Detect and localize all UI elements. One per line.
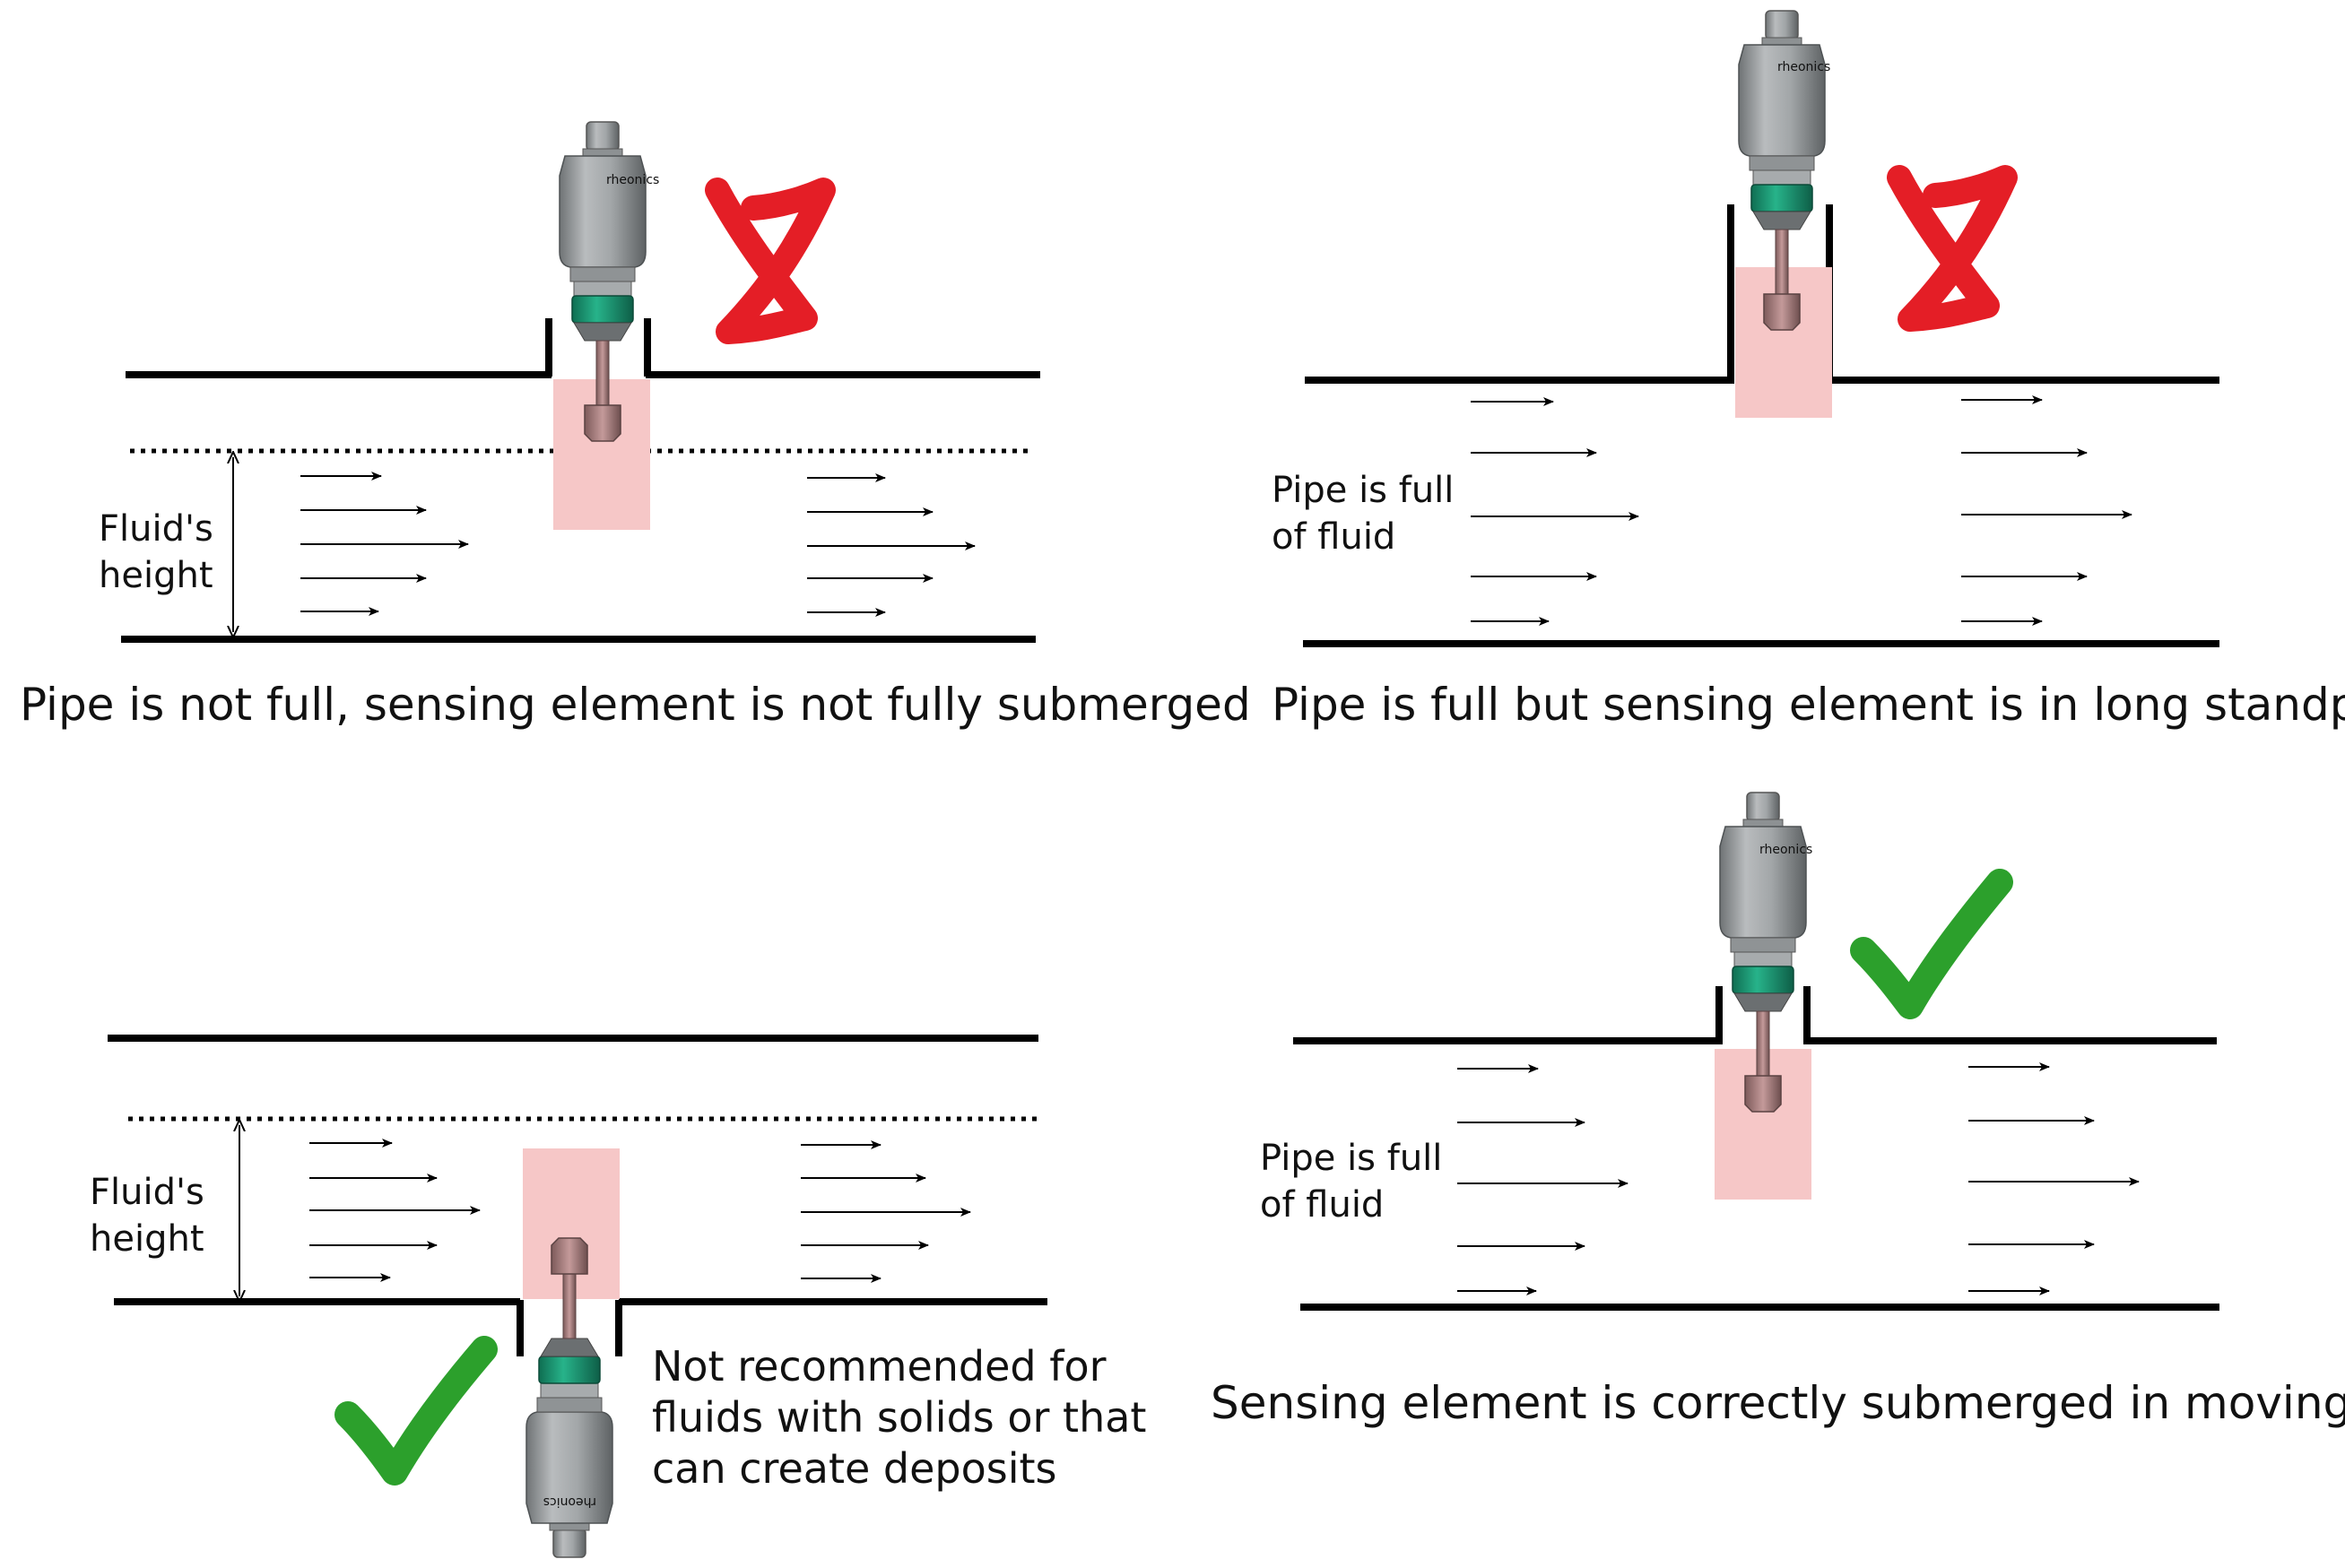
panel-top-right: rheonics Pipe is full of fluid Pipe is f… [1272, 10, 2345, 731]
panel-bottom-left: rheonics Fluid's height Not recommended … [90, 1035, 1159, 1558]
caption: Pipe is not full, sensing element is not… [20, 679, 1251, 731]
note: Not recommended for fluids with solids o… [652, 1342, 1159, 1493]
flow-arrows-left [309, 1139, 481, 1282]
panel-top-left: rheonics Fluid's height Pipe is not full… [20, 121, 1251, 731]
sensor-port [1715, 986, 1811, 1044]
check-icon [1850, 869, 2013, 1019]
side-label: Pipe is full of fluid [1260, 1138, 1454, 1226]
caption: Pipe is full but sensing element is in l… [1272, 679, 2345, 731]
flow-arrows-left [300, 472, 469, 616]
sensor-brand-label: rheonics [543, 1494, 596, 1509]
flow-arrows-right [801, 1140, 971, 1283]
sensor-brand-label: rheonics [1777, 60, 1830, 74]
panel-bottom-right: rheonics Pipe is full of fluid Sensing e… [1211, 792, 2345, 1429]
height-label: Fluid's height [90, 1172, 216, 1260]
sensor-port [545, 318, 651, 377]
sensor-port [517, 1300, 622, 1356]
caption: Sensing element is correctly submerged i… [1211, 1377, 2345, 1429]
flow-arrows-left [1457, 1064, 1628, 1295]
cross-icon [1887, 165, 2018, 332]
sensor-brand-label: rheonics [606, 173, 659, 187]
flow-arrows-right [807, 473, 976, 617]
height-label: Fluid's height [99, 508, 225, 596]
side-label: Pipe is full of fluid [1272, 470, 1465, 558]
flow-arrows-left [1471, 397, 1639, 626]
check-icon [334, 1336, 498, 1486]
flow-arrows-right [1968, 1062, 2140, 1295]
flow-arrows-right [1961, 395, 2132, 626]
cross-icon [705, 178, 836, 344]
sensor-brand-label: rheonics [1759, 843, 1812, 857]
